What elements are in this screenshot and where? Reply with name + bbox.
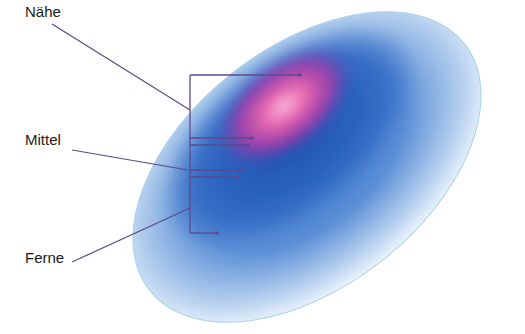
zone-label: Ferne	[23, 249, 66, 267]
zone-label: Mittel	[23, 131, 63, 149]
bracket-dots	[215, 73, 302, 235]
zone-label: Nähe	[23, 3, 63, 21]
leader-lines	[52, 24, 190, 262]
bracket	[190, 75, 300, 233]
